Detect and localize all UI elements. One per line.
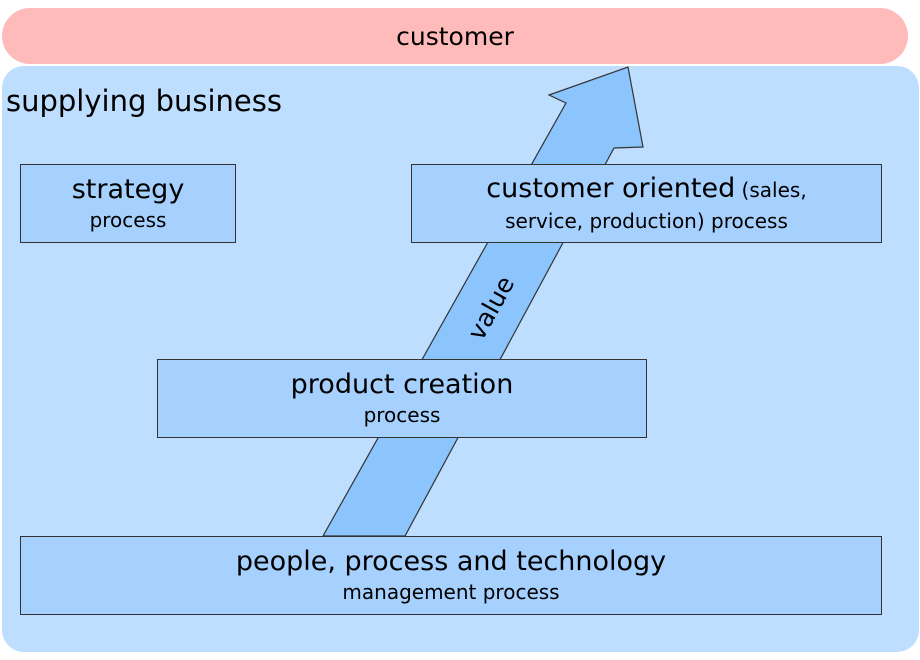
customer-oriented-title-suffix: (sales, [735, 178, 807, 202]
customer-oriented-title: customer oriented [486, 173, 736, 204]
customer-label: customer [396, 21, 514, 51]
strategy-title: strategy [71, 174, 185, 205]
product-creation-process-box: product creation process [157, 359, 647, 438]
customer-oriented-title-line: customer oriented (sales, [412, 172, 881, 207]
strategy-process-box: strategy process [20, 164, 236, 243]
customer-bar: customer [2, 8, 908, 64]
product-creation-title: product creation [290, 369, 514, 400]
people-process-technology-subtitle: management process [342, 580, 560, 604]
customer-oriented-process-box: customer oriented (sales, service, produ… [411, 164, 882, 243]
strategy-subtitle: process [89, 208, 167, 232]
customer-oriented-subtitle: service, production) process [505, 209, 788, 233]
supplying-business-title: supplying business [6, 84, 282, 118]
people-process-technology-title: people, process and technology [235, 546, 667, 577]
people-process-technology-box: people, process and technology managemen… [20, 536, 882, 615]
product-creation-subtitle: process [363, 403, 441, 427]
